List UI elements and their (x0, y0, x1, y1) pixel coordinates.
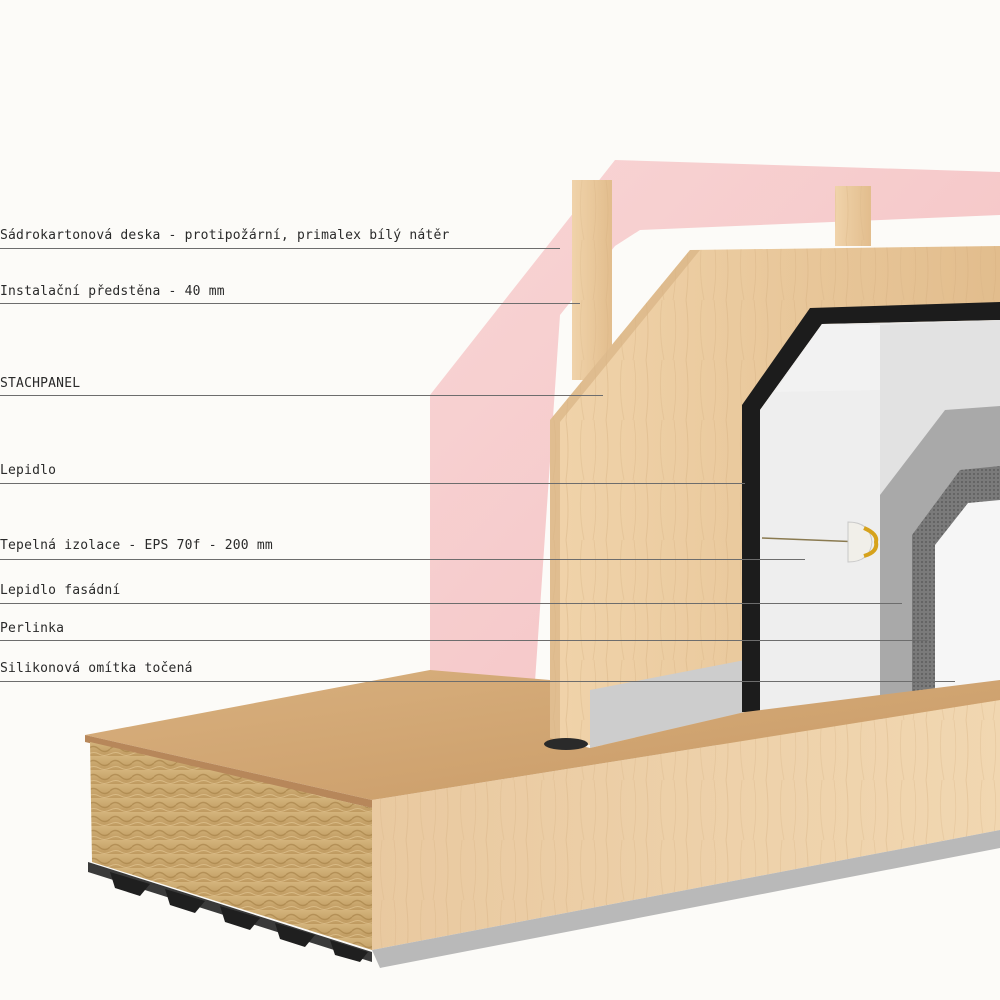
mineral-wool (90, 742, 372, 950)
label-perlinka: Perlinka (0, 621, 65, 636)
leader-line-sadrokarton (0, 248, 560, 249)
insulation-anchor-icon (761, 521, 879, 563)
label-lepidlo-fasadni: Lepidlo fasádní (0, 583, 121, 598)
leader-line-izolace (0, 559, 805, 560)
leader-line-lepidlo-fasadni (0, 603, 902, 604)
leader-line-lepidlo (0, 483, 745, 484)
leader-line-predstena (0, 303, 580, 304)
floor-underside (372, 830, 1000, 968)
label-sadrokarton: Sádrokartonová deska - protipožární, pri… (0, 228, 450, 243)
label-stachpanel: STACHPANEL (0, 376, 81, 391)
leader-line-perlinka (0, 640, 928, 641)
label-omitka: Silikonová omítka točená (0, 661, 193, 676)
label-predstena: Instalační předstěna - 40 mm (0, 284, 225, 299)
label-lepidlo: Lepidlo (0, 463, 57, 478)
leader-line-stachpanel (0, 395, 603, 396)
base-adhesive-strip (590, 660, 745, 748)
sealing-tape (544, 738, 588, 750)
floor-osb-board (85, 670, 1000, 800)
leader-line-omitka (0, 681, 955, 682)
label-izolace: Tepelná izolace - EPS 70f - 200 mm (0, 538, 273, 553)
silicone-render (935, 500, 1000, 695)
trapezoidal-sheet (88, 862, 372, 962)
